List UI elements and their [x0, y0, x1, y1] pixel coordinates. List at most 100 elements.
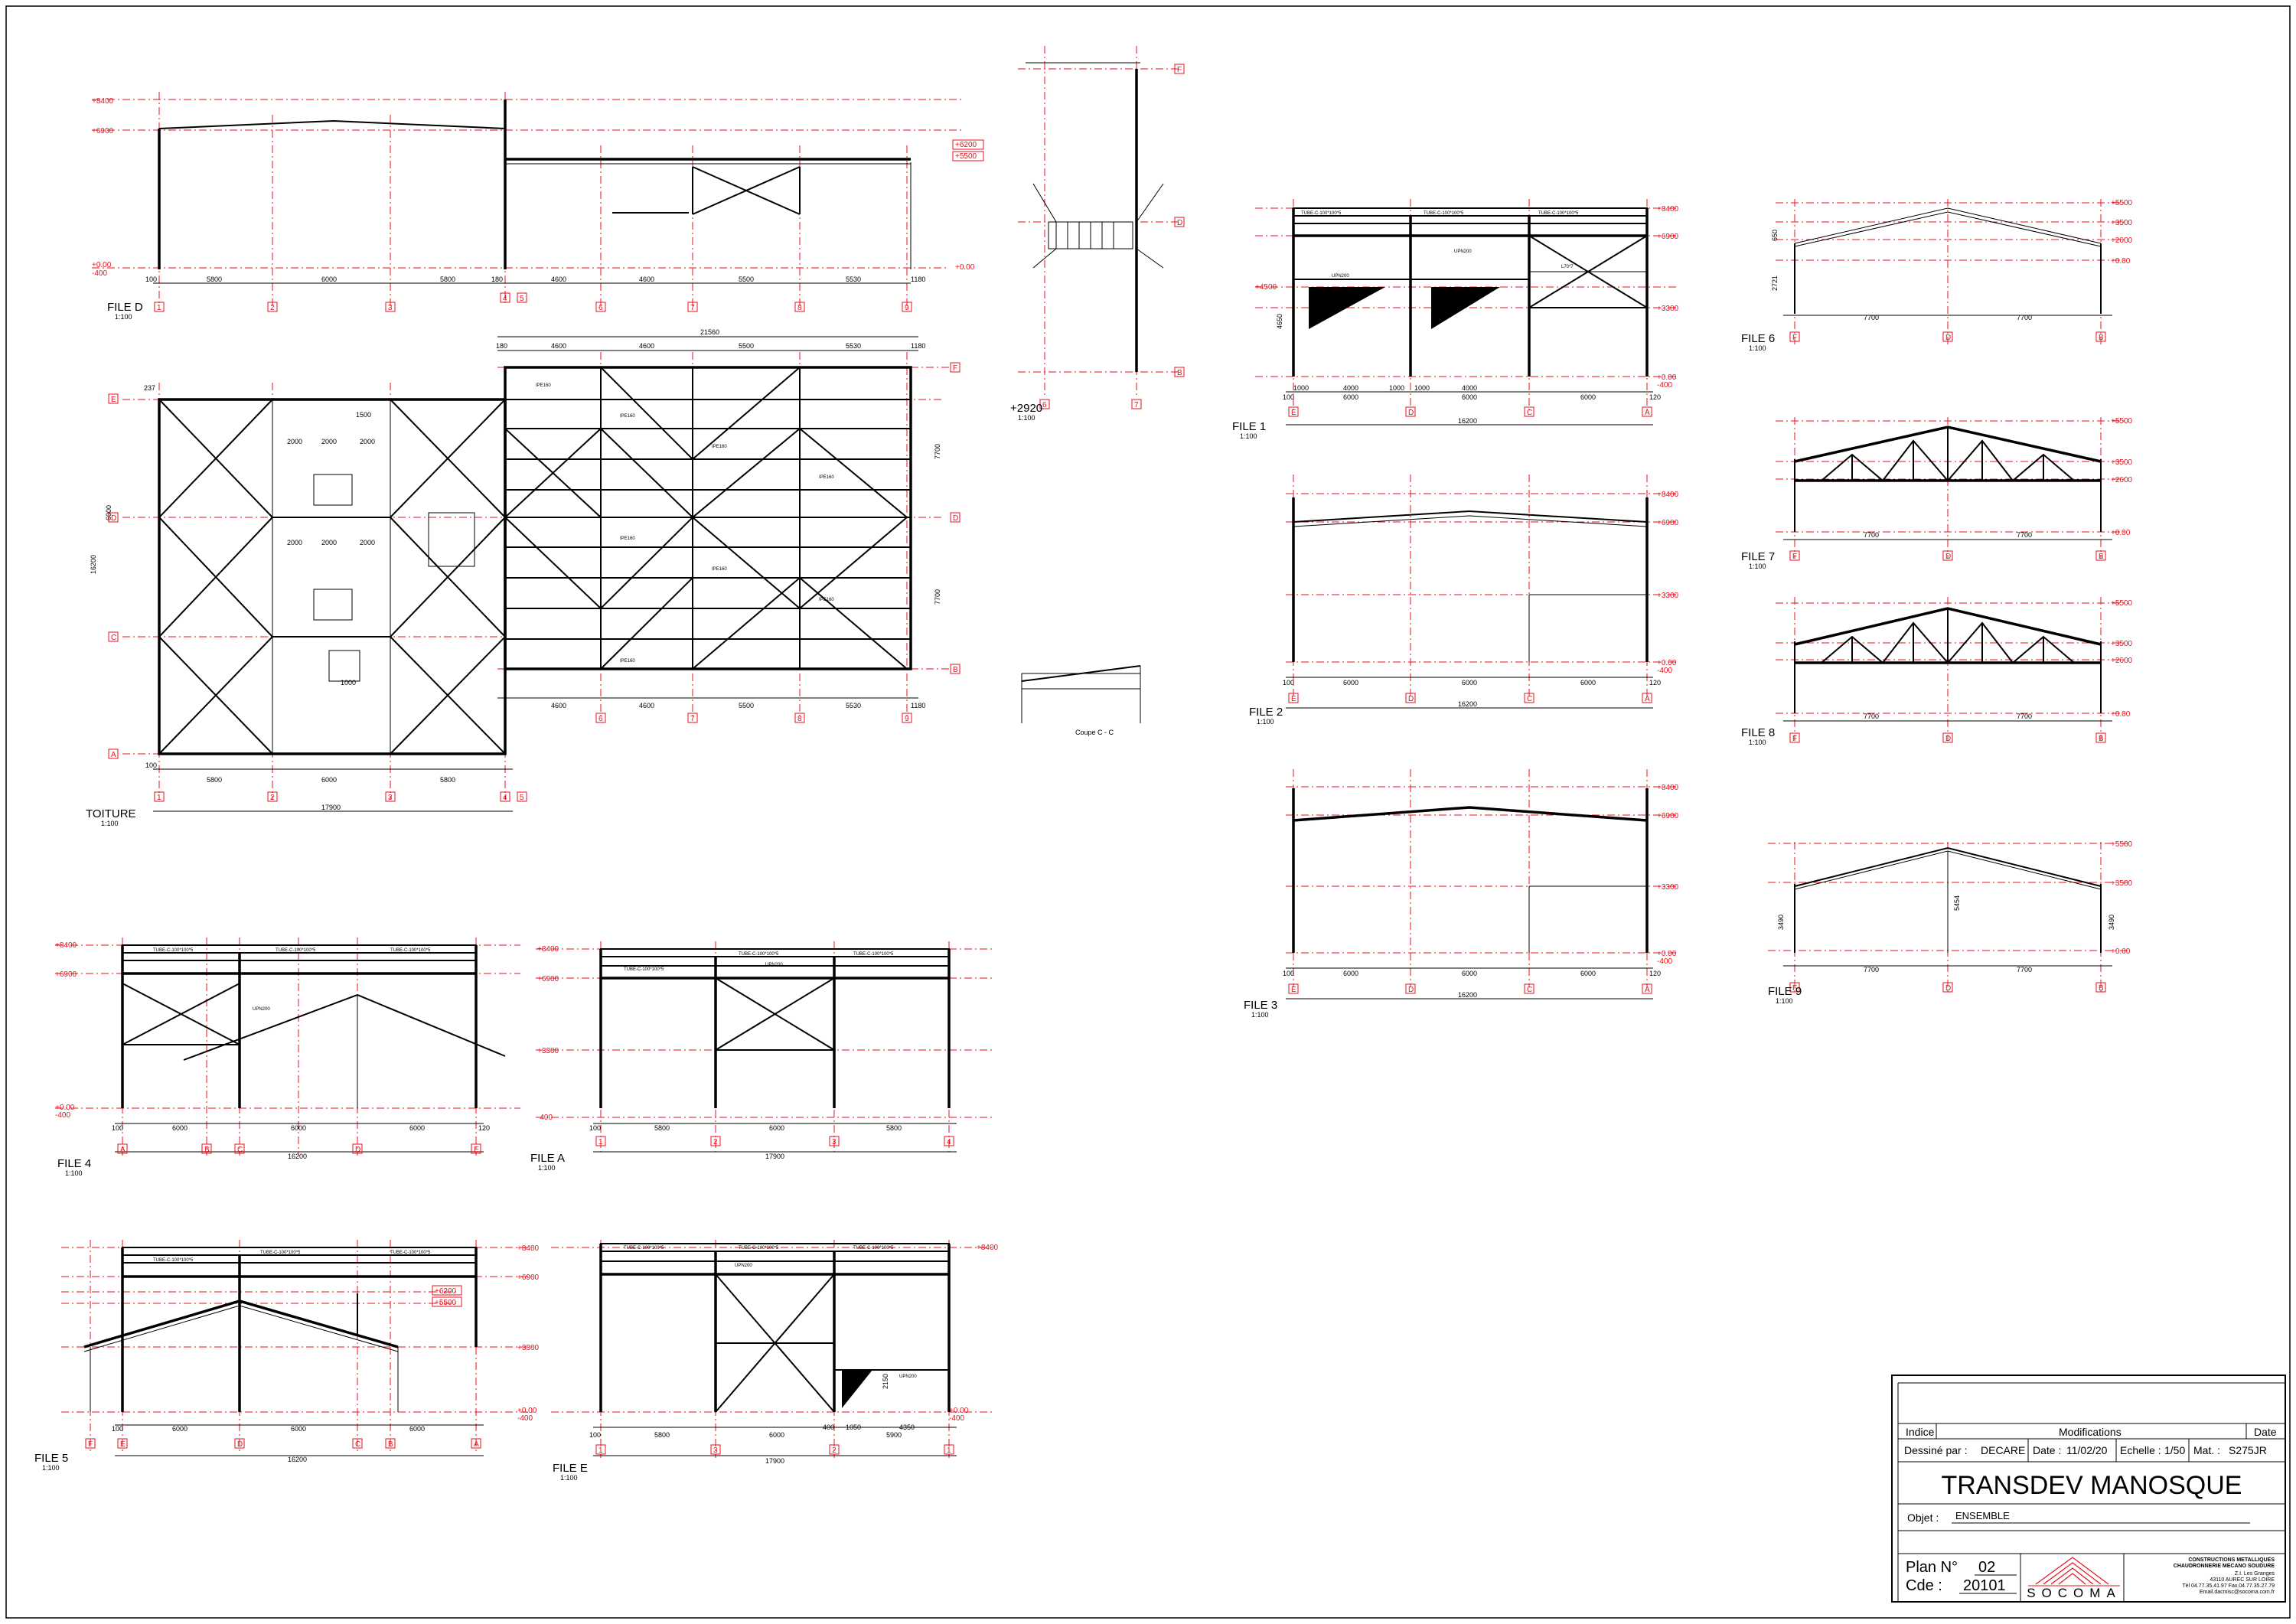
dim-text: 7700	[2017, 713, 2032, 720]
dim-text: 4350	[899, 1423, 915, 1431]
axis-bubble: F	[953, 364, 957, 373]
axis-bubble: 6	[598, 715, 603, 723]
axis-bubble: D	[1408, 986, 1414, 994]
dim-text: 6000	[172, 1425, 188, 1433]
dim-text: 6000	[1580, 393, 1596, 401]
order-value: 20101	[1963, 1577, 2006, 1594]
company-logo: SOCOMA	[2027, 1557, 2120, 1600]
axis-bubble: F	[1792, 553, 1797, 561]
member-tag: UPN200	[253, 1007, 270, 1012]
level-label: +0.00	[2111, 529, 2131, 537]
plan-number-label: Plan N°	[1906, 1559, 1958, 1576]
view-scale: 1:100	[1749, 344, 1766, 352]
view-scale: 1:100	[538, 1164, 556, 1172]
view-file-a: +8400 +6900 +3300 -400 100 5800 6000 580…	[530, 941, 995, 1172]
axis-bubble: D	[1945, 334, 1951, 342]
dim-text: 1000	[1414, 384, 1430, 392]
view-file-e: +8400 +0.00 -400 100 5800 6000 5900 400 …	[551, 1240, 999, 1482]
dim-text: 5530	[846, 702, 861, 709]
company-line: 43110 AUREC SUR LOIRE	[2210, 1577, 2275, 1583]
member-tag: IPE160	[620, 414, 635, 419]
axis-bubble: 6	[598, 304, 603, 312]
dim-text: 1180	[911, 342, 925, 350]
dim-text: 5900	[886, 1431, 902, 1439]
view-title: FILE 8	[1741, 726, 1775, 739]
dim-text: 16200	[288, 1153, 307, 1160]
level-label: +3500	[2111, 640, 2133, 648]
dim-text: 100	[145, 761, 157, 769]
axis-bubble: 5	[520, 295, 524, 303]
level-label: +5500	[2111, 840, 2133, 849]
dim-text: 7700	[934, 444, 941, 459]
dim-text: 2000	[321, 438, 337, 445]
view-file-6: +5500 +3500 +2600 +0.00 7700 7700 2721 6…	[1741, 199, 2133, 352]
dim-text: 4600	[551, 342, 566, 350]
dim-text: 6000	[1580, 970, 1596, 977]
member-tag: TUBE-C-100*100*5	[390, 1251, 431, 1255]
dim-text: 237	[144, 384, 155, 392]
dim-text: 5800	[654, 1431, 670, 1439]
dim-text: 4600	[639, 276, 654, 283]
level-label: +6900	[55, 970, 77, 979]
view-title: FILE 4	[57, 1157, 91, 1170]
axis-bubble: B	[2099, 553, 2104, 561]
dim-text: 4600	[551, 702, 566, 709]
view-title: TOITURE	[86, 807, 136, 820]
axis-bubble: 4	[503, 295, 507, 303]
view-file-9: +5500 +3500 +0.00 7700 7700 3490 5454 34…	[1768, 840, 2133, 1005]
level-label: -400	[1657, 957, 1672, 966]
level-label: +0.00	[955, 263, 975, 272]
dim-text: 100	[1283, 679, 1294, 686]
title-block-header: Date	[2254, 1426, 2277, 1438]
axis-bubble: E	[1291, 409, 1296, 417]
level-label: +8400	[1657, 784, 1679, 792]
member-tag: TUBE-C-100*100*5	[739, 1246, 779, 1251]
level-label: +8400	[55, 941, 77, 950]
dim-text: 5500	[739, 702, 754, 709]
member-tag: TUBE-C-100*100*5	[153, 1258, 194, 1263]
scale-value: 1/50	[2164, 1444, 2185, 1456]
dim-text: 650	[1771, 230, 1779, 241]
dim-text: 16200	[1458, 700, 1477, 708]
material-label: Mat. :	[2193, 1444, 2220, 1456]
view-scale: 1:100	[1776, 997, 1793, 1005]
axis-bubble: 4	[503, 794, 507, 802]
axis-bubble: D	[237, 1440, 243, 1449]
member-tag: IPE160	[712, 567, 727, 572]
level-label: +0.00	[2111, 257, 2131, 266]
dim-text: 6000	[1343, 970, 1358, 977]
dim-text: 6000	[409, 1425, 425, 1433]
title-block-header: Modifications	[2059, 1426, 2122, 1438]
order-label: Cde :	[1906, 1577, 1942, 1594]
dim-text: 2150	[882, 1374, 889, 1389]
member-tag: TUBE-C-100*100*5	[1538, 211, 1579, 216]
axis-bubble: E	[1291, 986, 1296, 994]
member-tag: TUBE-C-100*100*5	[853, 952, 894, 957]
member-tag: IPE160	[819, 598, 834, 602]
axis-bubble: 4	[947, 1138, 951, 1146]
member-tag: UPN200	[899, 1375, 917, 1379]
dim-text: 6000	[1580, 679, 1596, 686]
dim-text: 1000	[1293, 384, 1309, 392]
dim-text: 100	[589, 1124, 601, 1132]
view-scale: 1:100	[1749, 739, 1766, 746]
dim-text: 7700	[2017, 531, 2032, 539]
axis-bubble: C	[111, 634, 116, 642]
level-label: +0.00	[1657, 950, 1677, 958]
project-title: TRANSDEV MANOSQUE	[1942, 1471, 2242, 1500]
dim-text: 100	[112, 1124, 123, 1132]
axis-bubble: 1	[157, 794, 161, 802]
axis-bubble: 3	[713, 1446, 718, 1455]
view-scale: 1:100	[1251, 1011, 1269, 1019]
dim-text: 7700	[1864, 531, 1879, 539]
dim-text: 2721	[1771, 276, 1779, 291]
level-label: +0.00	[2111, 710, 2131, 719]
view-file-4: +8400 +6900 +0.00 -400 100 6000 6000 600…	[55, 938, 520, 1177]
axis-bubble: A	[111, 751, 116, 759]
view-scale: 1:100	[1257, 718, 1274, 726]
axis-bubble: 2	[832, 1446, 837, 1455]
member-tag: TUBE-C-100*100*5	[153, 948, 194, 953]
view-scale: 1:100	[1240, 432, 1257, 440]
dim-text: 180	[491, 276, 503, 283]
company-line: Tél 04.77.35.41.97 Fax 04.77.35.27.79	[2182, 1583, 2275, 1589]
